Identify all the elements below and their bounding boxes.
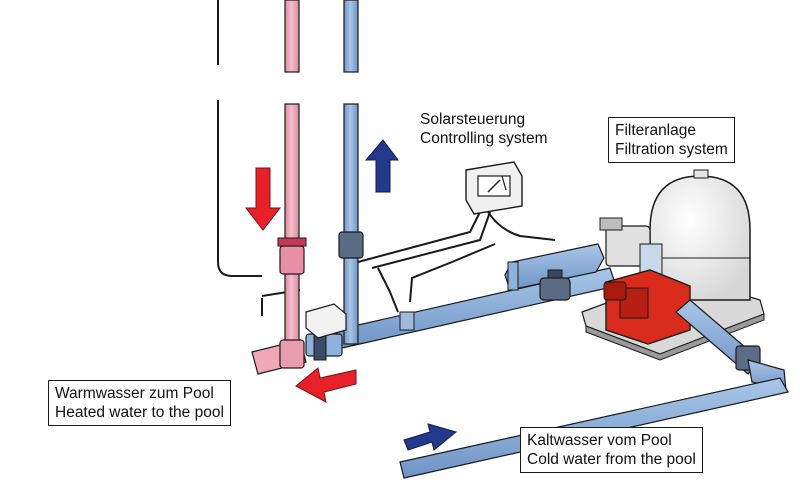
controller-device [465, 161, 523, 215]
label-warm-water-en: Heated water to the pool [55, 404, 224, 421]
label-filtration-en: Filtration system [615, 141, 728, 158]
label-solar-control-de: Solarsteuerung [420, 111, 526, 128]
sensor-box [305, 303, 415, 339]
label-solar-control: Solarsteuerung Controlling system [420, 110, 548, 148]
pipe-hot-lower [251, 103, 307, 375]
label-filtration-de: Filteranlage [615, 122, 696, 139]
label-cold-water-de: Kaltwasser vom Pool [527, 432, 672, 449]
arrow-up-cold [364, 139, 399, 193]
label-solar-control-en: Controlling system [420, 130, 548, 147]
pipe-hot-upper [284, 0, 300, 73]
pipe-cold-lower [338, 103, 364, 345]
arrow-down-hot [244, 167, 282, 231]
arrow-left-hot [295, 367, 357, 403]
label-warm-water: Warmwasser zum Pool Heated water to the … [48, 380, 231, 426]
pipe-cold-main [335, 243, 617, 349]
arrow-right-cold [403, 423, 458, 451]
label-filtration: Filteranlage Filtration system [608, 117, 735, 163]
label-warm-water-de: Warmwasser zum Pool [55, 385, 214, 402]
filter-tank [649, 169, 751, 301]
ball-valve [539, 269, 571, 301]
pump [603, 269, 691, 345]
collector-outline [217, 0, 262, 277]
label-cold-water-en: Cold water from the pool [527, 451, 696, 468]
label-cold-water: Kaltwasser vom Pool Cold water from the … [520, 427, 703, 473]
hot-valve [277, 237, 307, 275]
pipe-cold-upper [343, 0, 359, 73]
